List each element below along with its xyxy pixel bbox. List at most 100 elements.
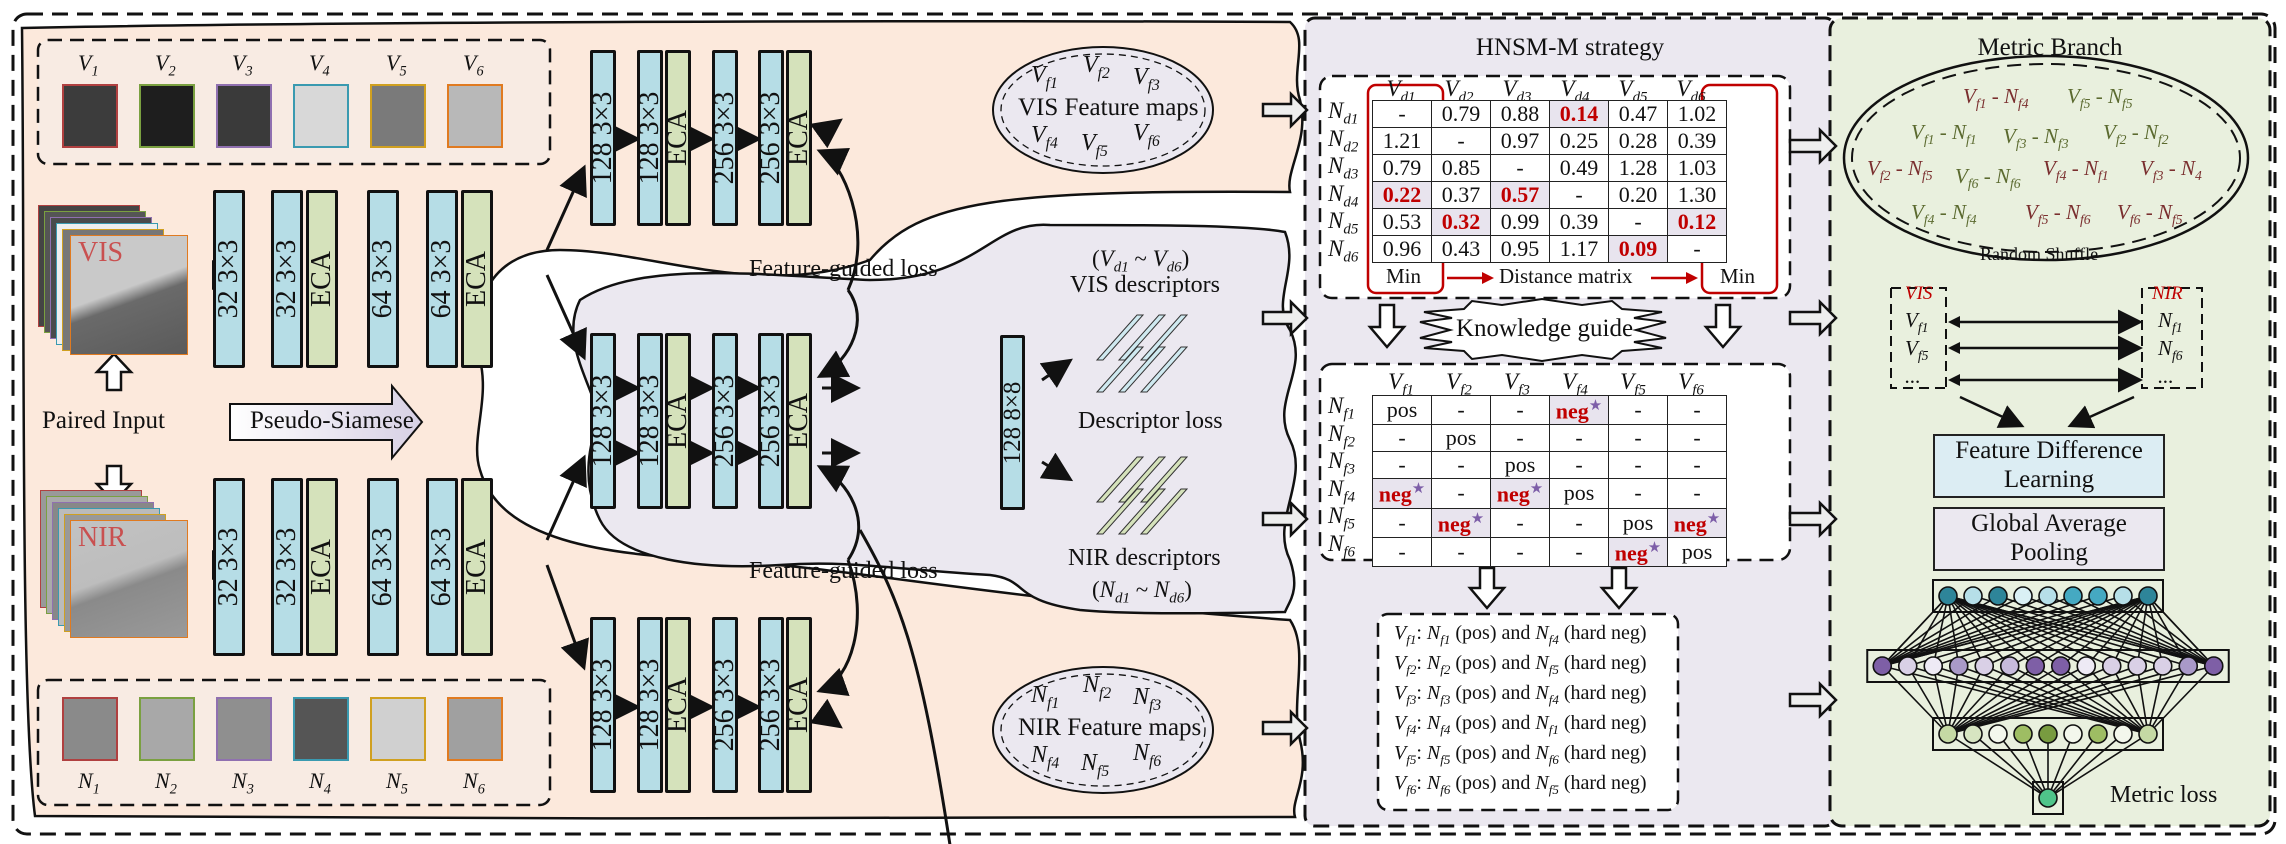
matrix-cell: 1.21 xyxy=(1372,127,1432,155)
shuffle-ellipse xyxy=(1842,54,2250,262)
net-edge xyxy=(1947,665,2011,735)
nir-feature-map-title: NIR Feature maps xyxy=(1018,714,1202,741)
net-edge xyxy=(2022,733,2049,799)
nir-input-label: NIR xyxy=(78,522,127,553)
matrix-cell: - xyxy=(1431,394,1491,426)
shuffle-pair: Vf4 - Nf4 xyxy=(1911,200,1977,228)
matrix-cell: - xyxy=(1608,394,1668,426)
net-edge xyxy=(2047,733,2149,799)
descriptor-loss: Descriptor loss xyxy=(1078,408,1223,434)
matrix-cell: - xyxy=(1372,424,1432,453)
sample-thumbnail xyxy=(216,84,272,148)
net-node-layer2 xyxy=(1974,656,1995,676)
matrix-cell: neg★ xyxy=(1549,394,1609,426)
shuffle-pair: Vf1 - Nf1 xyxy=(1911,120,1977,148)
net-layer-frame xyxy=(1866,649,2230,683)
vis-feature-map-item: Vf6 xyxy=(1133,120,1160,150)
sample-thumbnail xyxy=(293,697,349,761)
net-edge xyxy=(1972,595,2214,667)
net-edge xyxy=(1881,595,2024,667)
matrix-cell: - xyxy=(1667,394,1727,426)
net-layer-frame xyxy=(1932,579,2164,613)
early-vis-layer-conv: 32 3×3 xyxy=(271,190,303,368)
net-edge xyxy=(1932,665,1949,735)
deep-nir-layer-conv: 256 3×3 xyxy=(709,617,740,793)
sample-thumbnail xyxy=(447,84,503,148)
matrix-cell: - xyxy=(1549,536,1609,568)
matrix-cell: 0.49 xyxy=(1549,154,1609,182)
net-node-layer1 xyxy=(2113,586,2133,606)
net-node-layer1 xyxy=(2138,586,2158,606)
vis-input-stack: VIS xyxy=(38,205,188,355)
net-edge xyxy=(2047,733,2099,799)
layer-label: ECA xyxy=(783,393,814,449)
matrix-cell: - xyxy=(1490,394,1550,426)
sample-thumbnail xyxy=(370,697,426,761)
matrix-col-header: Vf3 xyxy=(1504,369,1530,399)
sample-thumbnail xyxy=(293,84,349,148)
pseudo-siamese-label: Pseudo-Siamese xyxy=(250,407,414,434)
nir-feature-map-item: Nf3 xyxy=(1133,684,1162,714)
matrix-cell: 0.53 xyxy=(1372,208,1432,236)
matrix-cell: - xyxy=(1372,507,1432,538)
matrix-cell: 0.14 xyxy=(1549,100,1609,128)
matrix-cell: 0.85 xyxy=(1431,154,1491,182)
flow-arrows xyxy=(545,118,1074,844)
deep-vis-layer-eca: ECA xyxy=(783,50,814,226)
matrix-cell: 1.17 xyxy=(1549,235,1609,263)
net-node-layer2 xyxy=(1999,656,2020,676)
metric-nir-item: Nf6 xyxy=(2158,336,2183,364)
sample-label: N3 xyxy=(232,768,254,798)
layer-label: 64 3×3 xyxy=(367,527,398,607)
matrix-row-header: Nf6 xyxy=(1328,530,1355,561)
shuffle-pair: Vf2 - Nf5 xyxy=(1867,156,1933,184)
net-node-layer2 xyxy=(2025,656,2046,676)
summary-line: Vf1: Nf1 (pos) and Nf4 (hard neg) xyxy=(1394,622,1647,647)
deep-vis-layer-conv: 256 3×3 xyxy=(755,50,786,226)
shuffle-pair: Vf1 - Nf4 xyxy=(1963,84,2029,112)
matrix-cell: pos xyxy=(1431,424,1491,453)
deep-shared-layer-conv: 128 3×3 xyxy=(587,333,618,509)
layer-label: ECA xyxy=(783,677,814,733)
matrix-cell: 0.88 xyxy=(1490,100,1550,128)
layer-label: ECA xyxy=(662,677,693,733)
net-edge xyxy=(2060,665,2149,735)
net-node-layer3 xyxy=(1988,724,2008,744)
metric-loss-label: Metric loss xyxy=(2110,782,2218,808)
net-edge xyxy=(2034,665,2149,735)
feature-guided-loss-top: Feature-guided loss xyxy=(749,256,938,282)
matrix-cell: pos xyxy=(1549,478,1609,509)
matrix-cell: 0.09 xyxy=(1608,235,1668,263)
sample-label: N5 xyxy=(386,768,408,798)
net-node-layer2 xyxy=(1872,656,1893,676)
deep-shared-layer-eca: ECA xyxy=(662,333,693,509)
layer-label: 64 3×3 xyxy=(426,527,457,607)
metric-nir-item: ... xyxy=(2158,364,2174,388)
matrix-cell: 0.22 xyxy=(1372,181,1432,209)
net-edge xyxy=(1881,595,1974,667)
net-edge xyxy=(2136,665,2149,735)
vis-descriptor-range-text: (Vd1 ~ Vd6) xyxy=(1092,246,1190,276)
net-edge xyxy=(2147,665,2189,735)
matrix-cell: - xyxy=(1490,424,1550,453)
net-node-layer2 xyxy=(2076,656,2097,676)
net-edge xyxy=(1997,733,2049,799)
net-node-layer2 xyxy=(2203,656,2224,676)
matrix-row-header: Nd5 xyxy=(1328,208,1359,238)
random-shuffle-label: Random Shuffle xyxy=(1980,244,2099,264)
matrix-cell: 0.32 xyxy=(1431,208,1491,236)
net-node-layer1 xyxy=(2038,586,2058,606)
sample-thumbnail xyxy=(447,697,503,761)
summary-line: Vf3: Nf3 (pos) and Nf4 (hard neg) xyxy=(1394,682,1647,707)
deep-nir-layer-eca: ECA xyxy=(783,617,814,793)
matrix-cell: 1.30 xyxy=(1667,181,1727,209)
vis-descriptor-range: (Vd1 ~ Vd6) xyxy=(1092,246,1189,277)
vis-input-label: VIS xyxy=(78,237,124,268)
deep-vis-layer-conv: 128 3×3 xyxy=(587,50,618,226)
summary-line: Vf4: Nf4 (pos) and Nf1 (hard neg) xyxy=(1394,712,1647,737)
net-node-output xyxy=(2038,788,2058,808)
matrix-row-header: Nd6 xyxy=(1328,235,1359,266)
